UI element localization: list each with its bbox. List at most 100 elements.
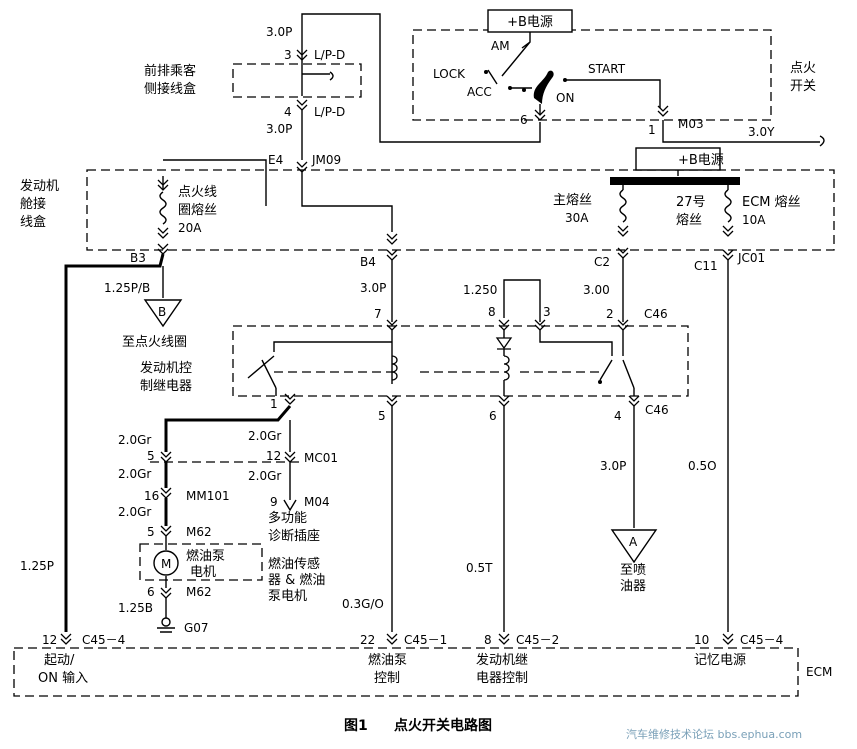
ecm-pin-12: 12 — [42, 633, 57, 647]
relay-pin-8: 8 — [488, 305, 496, 319]
wire-20gr-d: 2.0Gr — [248, 469, 281, 483]
acc-label: ACC — [467, 85, 492, 99]
wire-300: 3.00 — [583, 283, 610, 297]
engine-box-outline — [86, 169, 835, 251]
main-fuse-rating: 30A — [565, 211, 589, 225]
relay-pin-7: 7 — [374, 307, 382, 321]
fuel-conn-mm101: MM101 — [186, 489, 230, 503]
a-symbol-letter: A — [629, 535, 638, 549]
ecm-fuse-label: ECM 熔丝 — [742, 195, 801, 210]
ecm-pin-8: 8 — [484, 633, 492, 647]
ecm-conn-c45-1: C45－1 — [404, 633, 447, 647]
sensor-label-3: 泵电机 — [268, 589, 307, 604]
ecm-start-on-2: ON 输入 — [38, 670, 88, 686]
conn-c2: C2 — [594, 255, 610, 269]
figure-number: 图1 — [344, 718, 368, 734]
ground-g07: G07 — [184, 621, 209, 635]
power-bus-bar — [610, 177, 740, 185]
conn-b3: B3 — [130, 251, 146, 265]
engine-control-relay: 3.0P 1.250 3.00 7 8 3 2 C46 发动机控 制继电器 1 … — [140, 258, 729, 632]
ecm-start-on-1: 起动/ — [44, 653, 75, 668]
junction-box-label-2: 侧接线盒 — [144, 81, 196, 97]
switch-pin-1: 1 — [648, 123, 656, 137]
fuel-pump-branch: 2.0Gr 2.0Gr 5 12 MC01 2.0Gr 2.0Gr 16 MM1… — [118, 405, 338, 635]
motor-letter: M — [161, 557, 171, 571]
m62-top-conn: M62 — [186, 525, 212, 539]
to-ignition-coil: 至点火线圈 — [122, 335, 187, 350]
on-label: ON — [556, 91, 574, 105]
junction-box-label-1: 前排乘客 — [144, 63, 196, 79]
wire-20gr-a: 2.0Gr — [118, 433, 151, 447]
switch-contact-lever — [533, 70, 554, 104]
fuel-conn-mc01: MC01 — [304, 451, 338, 465]
wire-3p-lower: 3.0P — [266, 122, 292, 136]
ecm-pump-ctrl-1: 燃油泵 — [368, 652, 407, 668]
injector-label-2: 油器 — [620, 579, 646, 594]
relay-conn-c46-top: C46 — [644, 307, 668, 321]
ign-fuse-rating: 20A — [178, 221, 202, 235]
ecm-pump-ctrl-2: 控制 — [374, 671, 400, 686]
sensor-label-1: 燃油传感 — [268, 556, 320, 572]
lpd-bottom-label: L/P-D — [314, 105, 345, 119]
ignition-switch: +B电源 AM LOCK ACC ON START 6 1 M03 点火 开关 — [412, 9, 816, 137]
figure-title: 点火开关电路图 — [394, 717, 492, 734]
fuel-pump-motor — [153, 550, 179, 576]
watermark: 汽车维修技术论坛 bbs.ephua.com — [626, 727, 802, 741]
wire-05o: 0.5O — [688, 459, 717, 473]
lpd-top-label: L/P-D — [314, 48, 345, 62]
engine-compartment-box: 发动机 舱接 线盒 E4 JM09 点火线 圈熔丝 20A +B电源 主熔丝 3… — [20, 147, 835, 273]
ecm-label: ECM — [806, 665, 832, 679]
ecm-conn-c45-4a: C45－4 — [82, 633, 125, 647]
ecm-pin-10: 10 — [694, 633, 709, 647]
switch-out-wire: 3.0Y — [748, 125, 775, 139]
ign-fuse-label-1: 点火线 — [178, 185, 217, 200]
b-plus-power-label: +B电源 — [507, 15, 553, 30]
wire-3p-upper: 3.0P — [266, 25, 292, 39]
passenger-junction-box: 3.0P 3 L/P-D 前排乘客 侧接线盒 4 L/P-D 3.0P — [144, 25, 362, 136]
fuel-pin-12: 12 — [266, 449, 281, 463]
a-destination-symbol — [610, 529, 658, 564]
relay-pin-5: 5 — [378, 409, 386, 423]
sensor-label-2: 器 & 燃油 — [268, 572, 325, 588]
ecm-relay-ctrl-2: 电器控制 — [476, 671, 528, 686]
ignition-switch-label-2: 开关 — [790, 79, 816, 94]
wire-20gr-b: 2.0Gr — [248, 429, 281, 443]
ecm-conn-c45-2: C45－2 — [516, 633, 559, 647]
wire-20gr-c: 2.0Gr — [118, 467, 151, 481]
switch-pin-6: 6 — [520, 113, 528, 127]
fuse-box-power-label: +B电源 — [678, 153, 724, 168]
wire-30p-b4: 3.0P — [360, 281, 386, 295]
pump-box-label-2: 电机 — [190, 565, 216, 580]
m62-bottom-conn: M62 — [186, 585, 212, 599]
injector-label-1: 至喷 — [620, 563, 646, 578]
b-symbol-letter: B — [158, 305, 166, 319]
wire-03go: 0.3G/O — [342, 597, 384, 611]
fuel-conn-m04: M04 — [304, 495, 330, 509]
junction-box-outline — [232, 63, 362, 98]
fuel-pin-5: 5 — [147, 449, 155, 463]
wire-125p: 1.25P — [20, 559, 54, 573]
wire-20gr-e: 2.0Gr — [118, 505, 151, 519]
engine-box-label-1: 发动机 — [20, 178, 59, 194]
conn-e4: E4 — [268, 153, 283, 167]
ecm-relay-ctrl-1: 发动机继 — [476, 652, 528, 668]
fuse27-label-1: 27号 — [676, 195, 706, 210]
pump-box-label-1: 燃油泵 — [186, 548, 225, 564]
relay-pin-6: 6 — [489, 409, 497, 423]
am-label: AM — [491, 39, 510, 53]
start-label: START — [588, 62, 626, 76]
pin-3: 3 — [284, 48, 292, 62]
main-fuse-label: 主熔丝 — [553, 193, 592, 208]
lock-label: LOCK — [433, 67, 466, 81]
ground-symbol — [161, 617, 171, 627]
switch-conn-m03: M03 — [678, 117, 704, 131]
pin-4: 4 — [284, 105, 292, 119]
ecm-pin-22: 22 — [360, 633, 375, 647]
wire-30p-injector: 3.0P — [600, 459, 626, 473]
fuel-pump-box — [139, 543, 263, 581]
relay-pin-2: 2 — [606, 307, 614, 321]
conn-jc01: JC01 — [737, 251, 765, 265]
fuel-pin-9: 9 — [270, 495, 278, 509]
ignition-switch-label-1: 点火 — [790, 61, 816, 76]
